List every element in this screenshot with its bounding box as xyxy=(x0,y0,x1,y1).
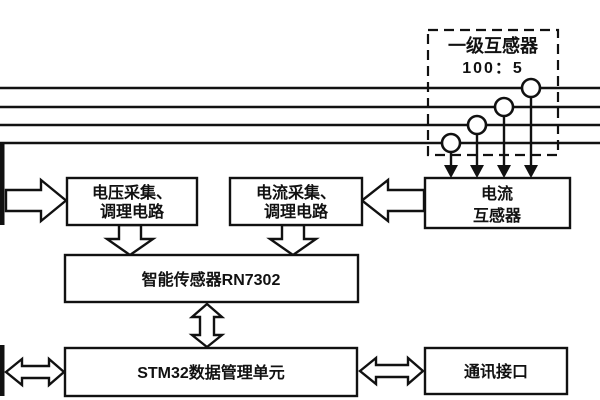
primary-ct-dashed-box xyxy=(426,28,560,157)
arrow-source-to-voltage xyxy=(4,177,68,224)
current-transformer-label-line1: 电流 xyxy=(481,184,513,203)
function-boxes: 电压采集、 调理电路 电流采集、 调理电路 电流 互感器 智能传感器RN7302… xyxy=(63,176,572,398)
voltage-acquisition-label-line1: 电压采集、 xyxy=(92,183,172,202)
clipped-left-source-bar xyxy=(0,142,5,225)
ct-arrowhead-2 xyxy=(470,165,484,178)
arrow-voltage-to-sensor xyxy=(103,223,157,257)
ct-coil-3 xyxy=(493,96,515,118)
ct-taps xyxy=(440,77,542,178)
ct-arrowhead-4 xyxy=(524,165,538,178)
block-arrows xyxy=(4,177,426,388)
current-acquisition-label-line1: 电流采集、 xyxy=(256,183,336,202)
primary-ct-group: 一级互感器 100：5 xyxy=(426,28,560,157)
voltage-acquisition-box: 电压采集、 调理电路 xyxy=(65,176,199,227)
comm-interface-label: 通讯接口 xyxy=(464,362,528,381)
smart-sensor-box: 智能传感器RN7302 xyxy=(63,253,360,304)
arrow-mcu-comm-bidirectional xyxy=(358,355,425,387)
mcu-label: STM32数据管理单元 xyxy=(137,363,285,382)
current-transformer-rect xyxy=(423,176,572,230)
arrow-current-to-sensor xyxy=(266,223,320,257)
smart-sensor-rect xyxy=(63,253,360,304)
ct-arrowhead-3 xyxy=(497,165,511,178)
primary-ct-label: 一级互感器 xyxy=(448,35,539,56)
primary-ct-ratio: 100：5 xyxy=(462,60,524,77)
ct-arrowhead-1 xyxy=(444,165,458,178)
ct-coil-2 xyxy=(466,114,488,136)
arrow-peripheral-mcu-bidirectional xyxy=(4,356,66,388)
ct-coil-4 xyxy=(520,77,542,99)
current-acquisition-rect xyxy=(228,176,364,227)
voltage-acquisition-label-line2: 调理电路 xyxy=(100,202,165,221)
mcu-box: STM32数据管理单元 xyxy=(63,346,359,398)
current-transformer-label-line2: 互感器 xyxy=(473,206,522,225)
current-acquisition-box: 电流采集、 调理电路 xyxy=(228,176,364,227)
arrow-sensor-mcu-bidirectional xyxy=(188,302,226,349)
arrow-ct-to-current xyxy=(360,177,426,224)
mcu-rect xyxy=(63,346,359,398)
ct-coil-1 xyxy=(440,132,462,154)
smart-sensor-label: 智能传感器RN7302 xyxy=(142,270,281,289)
voltage-acquisition-rect xyxy=(65,176,199,227)
current-transformer-box: 电流 互感器 xyxy=(423,176,572,230)
power-bus-lines xyxy=(0,86,600,145)
current-acquisition-label-line2: 调理电路 xyxy=(264,202,329,221)
clipped-left-peripheral-bar xyxy=(0,345,5,396)
comm-interface-rect xyxy=(423,346,569,396)
comm-interface-box: 通讯接口 xyxy=(423,346,569,396)
